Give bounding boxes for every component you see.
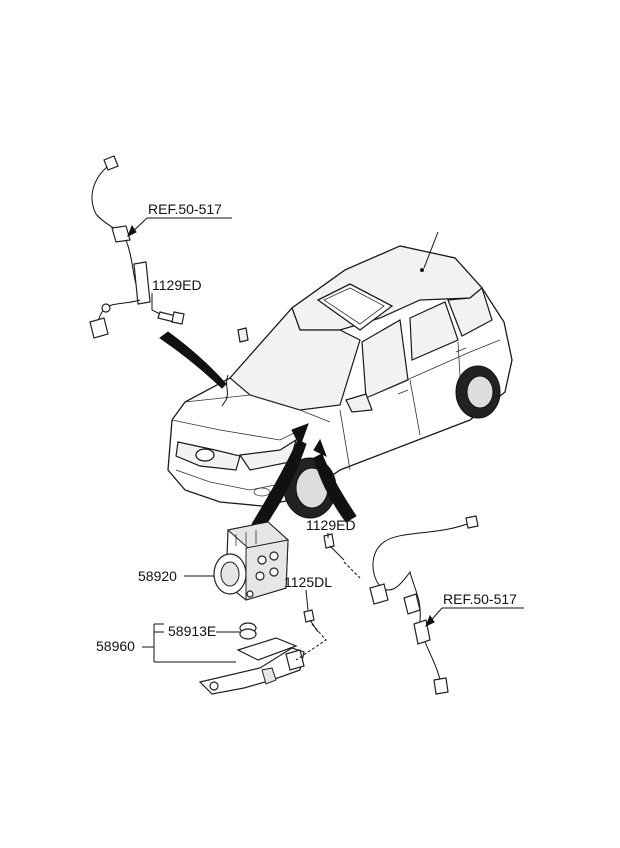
- vehicle-illustration: [167, 231, 513, 519]
- abs-bracket: [198, 622, 305, 695]
- bolt-1129ed-lower: [323, 533, 361, 579]
- rear-wheel-speed-sensor: [369, 515, 479, 695]
- label-bushing-58913e: 58913E: [168, 623, 216, 639]
- abs-hydraulic-unit: [213, 521, 290, 601]
- front-wheel-speed-sensor-top: [89, 155, 185, 339]
- label-bolt-1129ed-lower: 1129ED: [306, 517, 356, 533]
- nut-1125dl: [295, 609, 327, 661]
- label-abs-unit-58920: 58920: [138, 568, 177, 584]
- label-nut-1125dl: 1125DL: [284, 574, 332, 590]
- label-ref-top: REF.50-517: [148, 201, 222, 217]
- label-bolt-1129ed-top: 1129ED: [152, 277, 202, 293]
- callout-arrows: [159, 331, 357, 531]
- label-ref-bottom: REF.50-517: [443, 591, 517, 607]
- label-bracket-58960: 58960: [96, 638, 135, 654]
- callout-labels: REF.50-517 1129ED 1129ED 58920 1125DL 58…: [96, 201, 524, 663]
